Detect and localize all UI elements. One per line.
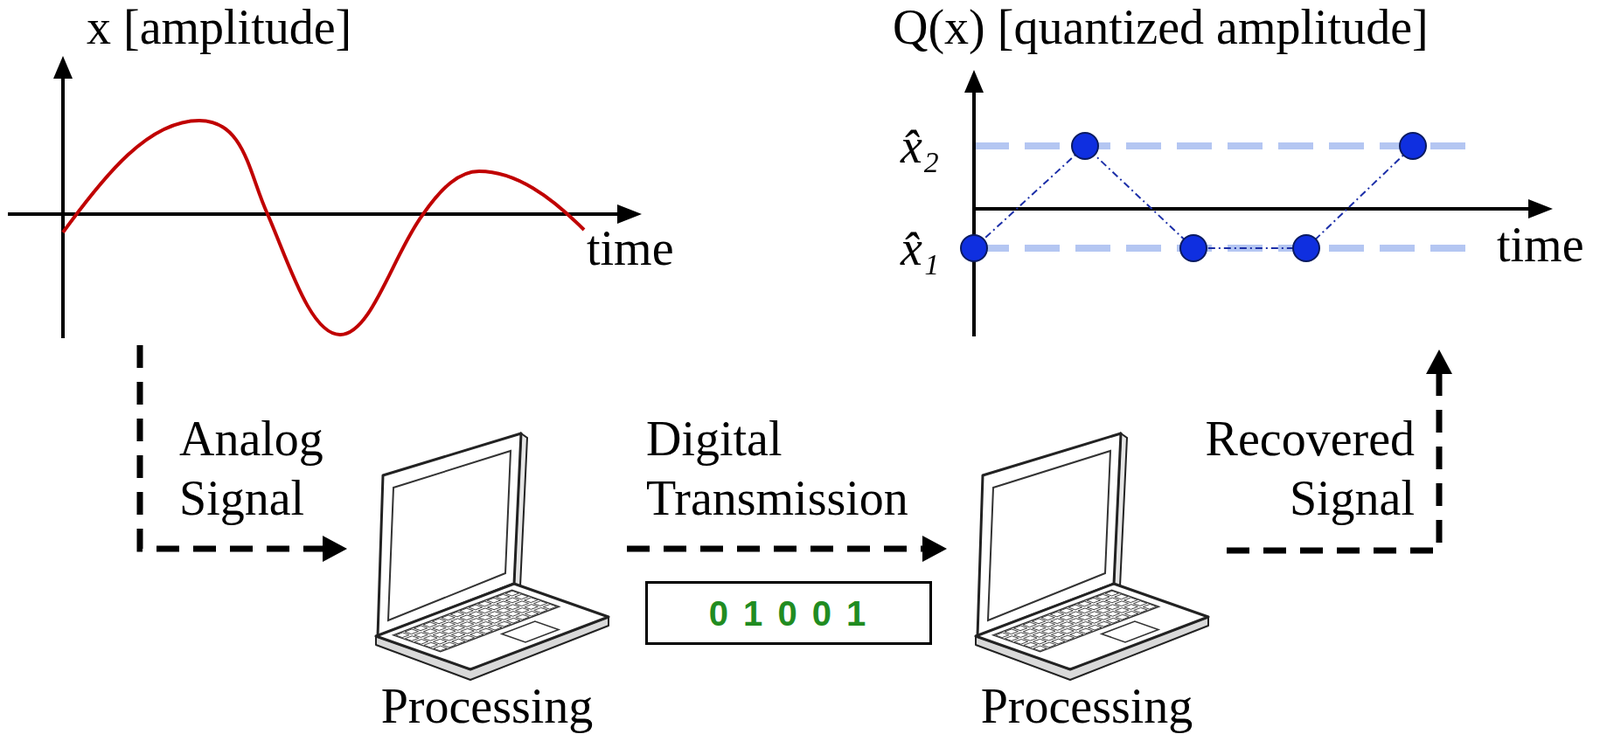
graphic-part [1293, 235, 1320, 262]
processing-node: Processing [946, 428, 1227, 739]
node-caption: Processing [946, 681, 1227, 731]
arrow-head [1426, 349, 1453, 375]
analog-plot-area: x [amplitude] time [4, 0, 696, 346]
graphic-part [62, 120, 585, 335]
bit-box: 0 1 0 0 1 [645, 581, 933, 646]
graphic-part [973, 207, 1532, 211]
level-label: x̂₁ [900, 221, 940, 276]
axis-label: time [1496, 217, 1585, 272]
arrow-head [322, 535, 348, 563]
connector-line [626, 546, 925, 553]
level-label: x̂₂ [900, 118, 940, 174]
dashed-connector [626, 535, 947, 563]
graphic-part [617, 204, 642, 224]
graphic-part [1399, 132, 1427, 160]
axis-label: time [586, 221, 675, 276]
quantized-plot [960, 69, 1553, 337]
graphic-part [1180, 235, 1207, 262]
axis-title: x [amplitude] [86, 0, 352, 55]
graphic-part [61, 75, 65, 339]
graphic-part [7, 212, 621, 216]
bit-string: 0 1 0 0 1 [709, 592, 870, 635]
edge-label: Digital Transmission [646, 409, 944, 529]
graphic-part [973, 146, 1413, 249]
axis-title: Q(x) [quantized amplitude] [892, 0, 1429, 55]
graphic-part [53, 55, 73, 79]
graphic-part [1528, 199, 1553, 219]
laptop-receiver [975, 433, 1209, 681]
graphic-part [972, 87, 976, 337]
graphic-part [964, 69, 984, 93]
processing-node: Processing [347, 428, 627, 739]
edge-label: Analog Signal [179, 409, 355, 529]
laptop-sender [375, 433, 609, 681]
analog-plot [7, 55, 642, 339]
quantized-plot-area: Q(x) [quantized amplitude] time [887, 0, 1596, 350]
graphic-part [1071, 132, 1099, 160]
graphic-part [960, 235, 988, 262]
arrow-head [922, 535, 947, 563]
node-caption: Processing [347, 681, 627, 731]
edge-label: Recovered Signal [1178, 409, 1415, 529]
